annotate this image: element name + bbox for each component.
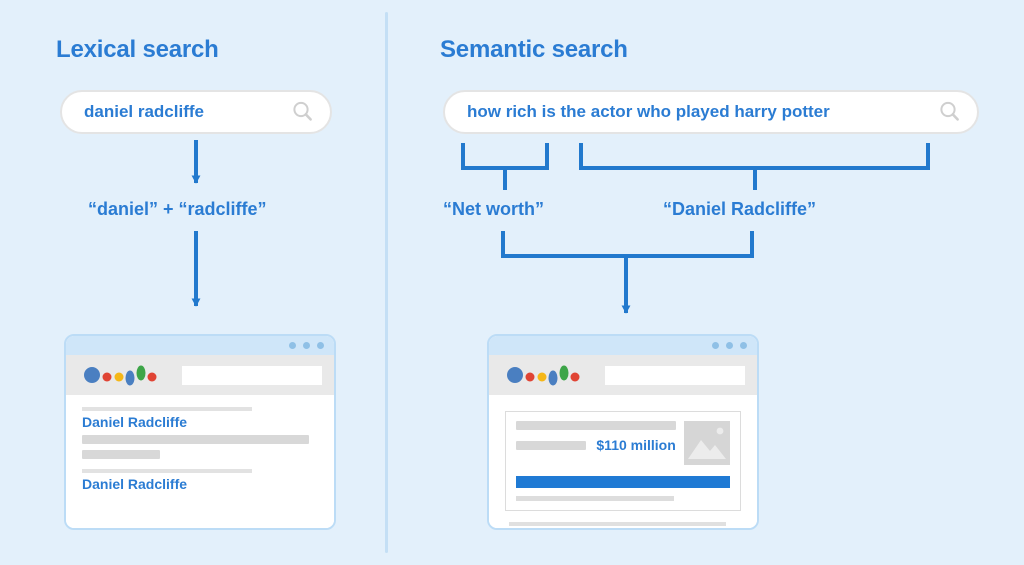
- browser-window-lexical[interactable]: Daniel Radcliffe Daniel Radcliffe: [64, 334, 336, 530]
- google-logo-icon: [507, 365, 580, 386]
- result-title[interactable]: Daniel Radcliffe: [82, 414, 188, 430]
- search-input-lexical[interactable]: daniel radcliffe: [60, 90, 332, 134]
- result-snippet-line: [82, 435, 309, 444]
- search-input-semantic[interactable]: how rich is the actor who played harry p…: [443, 90, 979, 134]
- window-dot-icon: [712, 342, 719, 349]
- kp-label-placeholder: [516, 440, 587, 450]
- search-results-list: Daniel Radcliffe Daniel Radcliffe: [66, 395, 334, 528]
- concept-label-daniel-radcliffe: “Daniel Radcliffe”: [663, 199, 817, 219]
- browser-window-semantic[interactable]: $110 million: [487, 334, 759, 530]
- kp-footer-placeholder: [516, 496, 675, 501]
- browser-url-bar[interactable]: [182, 365, 322, 385]
- vertical-divider: [385, 12, 388, 553]
- image-placeholder-icon: [684, 421, 730, 465]
- window-dot-icon: [726, 342, 733, 349]
- window-dot-icon: [289, 342, 296, 349]
- search-input-lexical-value: daniel radcliffe: [84, 102, 204, 121]
- search-input-semantic-value: how rich is the actor who played harry p…: [467, 102, 830, 121]
- kp-answer-value: $110 million: [596, 437, 676, 453]
- browser-toolbar: [66, 355, 334, 395]
- bracket-net-worth: [461, 143, 549, 190]
- extracted-keywords-lexical: “daniel” + “radcliffe”: [88, 199, 267, 219]
- kp-highlight-bar: [516, 476, 730, 488]
- list-item[interactable]: Daniel Radcliffe: [82, 407, 318, 459]
- list-item[interactable]: Daniel Radcliffe: [82, 469, 318, 492]
- window-dot-icon: [303, 342, 310, 349]
- bracket-merge-to-results: [501, 231, 754, 314]
- result-url-placeholder: [82, 469, 252, 473]
- search-icon[interactable]: [290, 99, 316, 125]
- search-icon[interactable]: [937, 99, 963, 125]
- browser-toolbar: [489, 355, 757, 395]
- concept-label-net-worth: “Net worth”: [443, 199, 544, 219]
- window-dot-icon: [317, 342, 324, 349]
- page-title-semantic: Semantic search: [440, 36, 628, 63]
- kp-title-placeholder: [516, 421, 676, 430]
- result-url-placeholder: [82, 407, 252, 411]
- result-snippet-line: [509, 522, 727, 526]
- search-results-list: $110 million: [489, 395, 757, 528]
- page-title-lexical: Lexical search: [56, 36, 219, 63]
- knowledge-panel[interactable]: $110 million: [505, 411, 741, 511]
- result-title[interactable]: Daniel Radcliffe: [82, 476, 188, 492]
- result-snippet-line: [82, 450, 160, 459]
- browser-titlebar: [489, 336, 757, 355]
- browser-titlebar: [66, 336, 334, 355]
- browser-url-bar[interactable]: [605, 365, 745, 385]
- window-dot-icon: [740, 342, 747, 349]
- google-logo-icon: [84, 365, 157, 386]
- bracket-daniel-radcliffe: [579, 143, 930, 190]
